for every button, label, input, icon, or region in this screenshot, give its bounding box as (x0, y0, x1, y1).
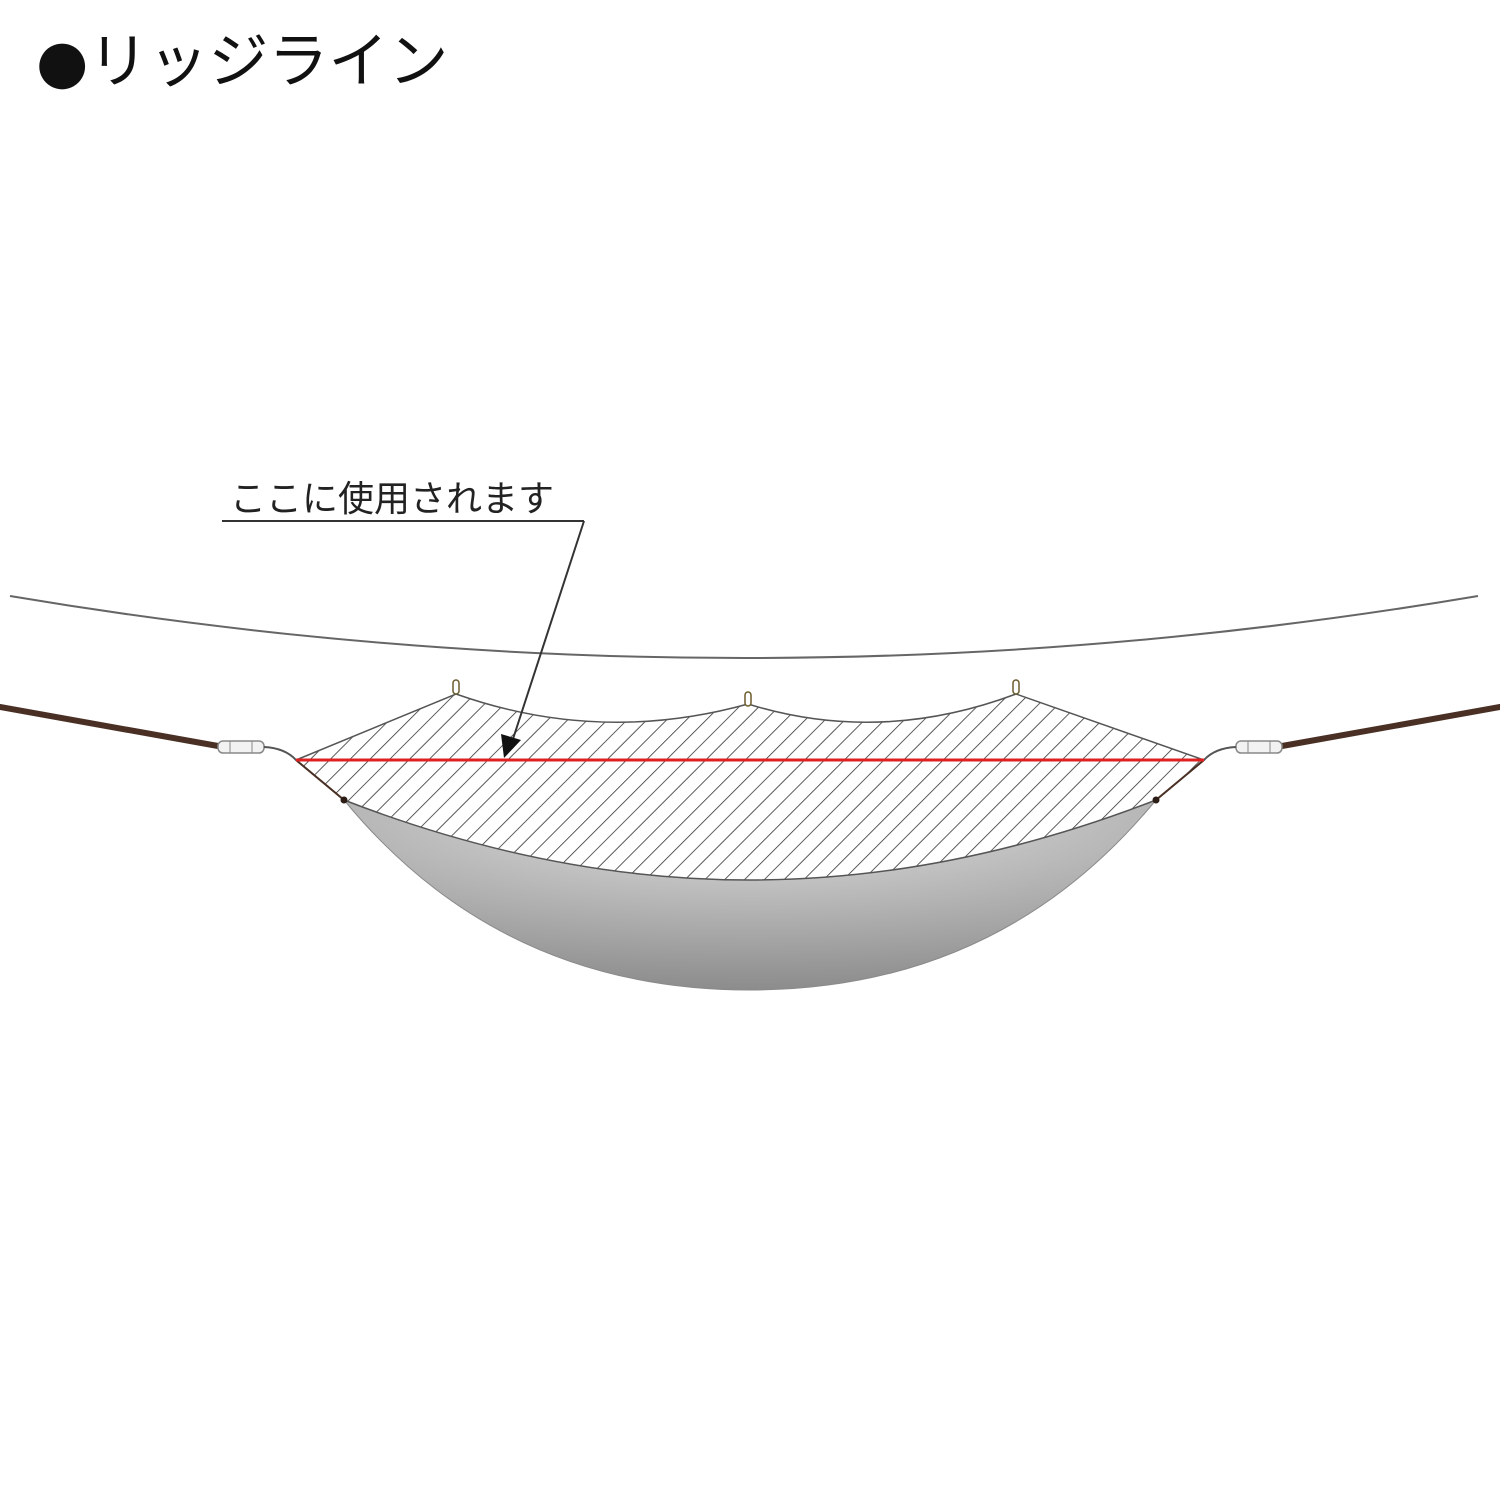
hanger-clip-left (452, 679, 460, 695)
connector-left (263, 746, 297, 761)
side-cord-right (1155, 759, 1205, 801)
tree-strap-right (1279, 704, 1500, 749)
callout-arrowhead (501, 734, 521, 758)
hanger-clip-center (744, 691, 752, 707)
bug-net (294, 693, 1206, 881)
tree-strap-left (0, 704, 221, 749)
page-title: ●リッジライン (36, 27, 449, 97)
callout-label: ここに使用されます (230, 479, 555, 520)
callout-leader (511, 520, 585, 743)
side-cord-left (295, 759, 345, 801)
buckle-right (1235, 740, 1283, 754)
buckle-left (217, 740, 265, 754)
corner-node-right (1152, 796, 1160, 804)
hanger-clip-right (1012, 679, 1020, 695)
suspension-line (9, 595, 1479, 659)
corner-node-left (340, 796, 348, 804)
connector-right (1203, 746, 1237, 761)
